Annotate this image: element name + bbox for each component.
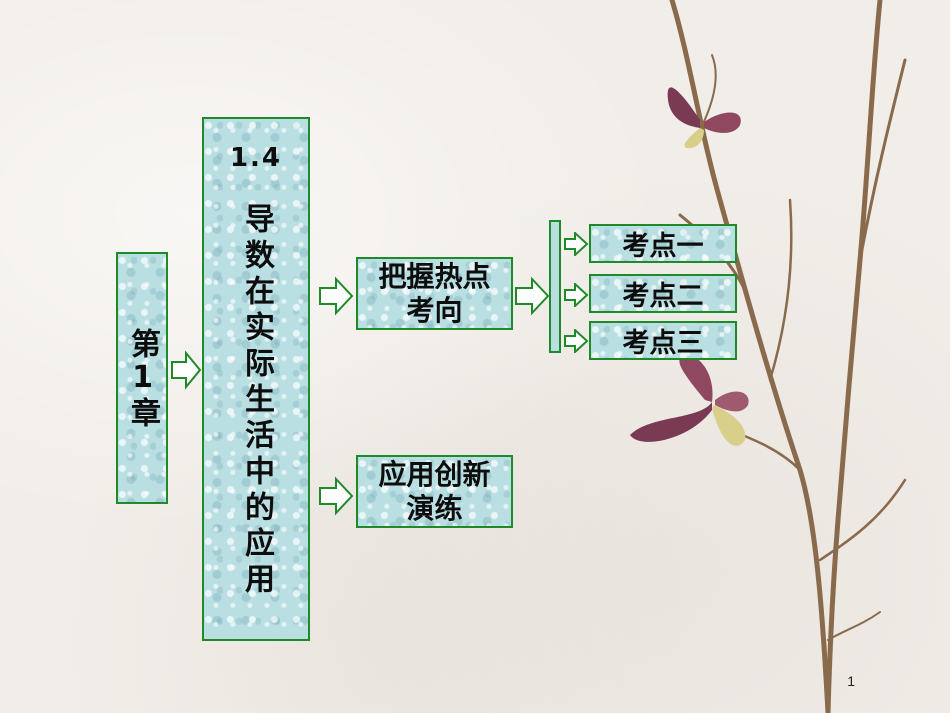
section-number: 1.4 [229, 143, 283, 173]
point-3-box[interactable]: 考点三 [589, 321, 737, 360]
butterfly-bottom [630, 355, 749, 446]
point-3-label: 考点三 [622, 328, 704, 359]
chapter-box[interactable]: 第1章 [116, 252, 168, 504]
point-1-box[interactable]: 考点一 [589, 224, 737, 263]
arrow-section-to-hot-topics [319, 276, 354, 316]
points-bracket [549, 220, 561, 353]
practice-label: 应用创新演练 [378, 457, 491, 525]
page-number: 1 [847, 673, 855, 689]
hot-topics-box[interactable]: 把握热点考向 [356, 257, 513, 330]
arrow-point-2 [564, 283, 589, 307]
hot-topics-label: 把握热点考向 [378, 259, 491, 327]
section-title: 导数在实际生活中的应用 [239, 203, 274, 599]
point-2-label: 考点二 [622, 281, 704, 312]
point-2-box[interactable]: 考点二 [589, 274, 737, 313]
arrow-section-to-practice [319, 476, 354, 516]
point-1-label: 考点一 [622, 231, 704, 262]
arrow-hot-topics-to-points [515, 276, 550, 316]
section-box[interactable]: 1.4 导数在实际生活中的应用 [202, 117, 310, 641]
butterfly-top [667, 87, 741, 149]
arrow-chapter-to-section [171, 350, 202, 390]
chapter-label: 第1章 [125, 327, 160, 429]
arrow-point-1 [564, 232, 589, 256]
practice-box[interactable]: 应用创新演练 [356, 455, 513, 528]
arrow-point-3 [564, 329, 589, 353]
